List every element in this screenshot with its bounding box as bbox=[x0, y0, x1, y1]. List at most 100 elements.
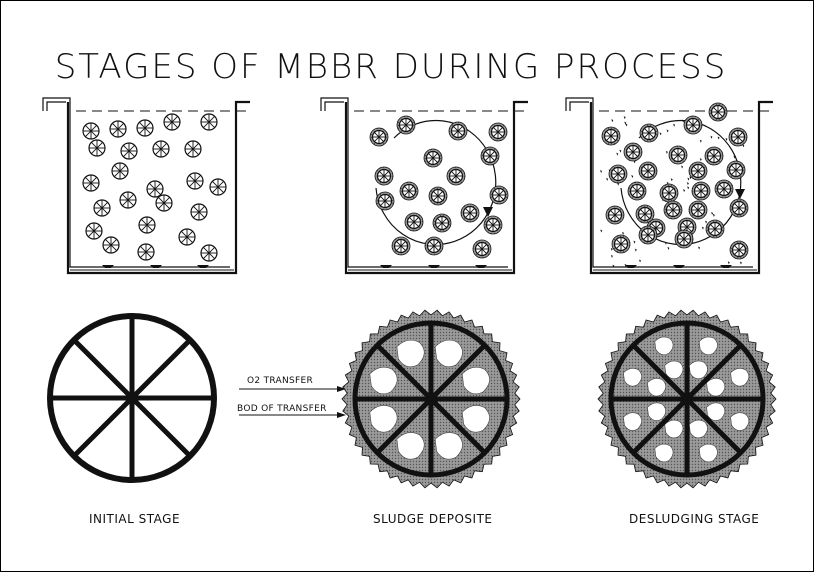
sludge-speck bbox=[705, 220, 708, 224]
sludge-speck bbox=[683, 189, 686, 193]
sludge-speck bbox=[687, 177, 690, 181]
diagram-title: STAGES OF MBBR DURING PROCESS bbox=[54, 47, 728, 87]
sludge-speck bbox=[633, 240, 636, 244]
media-carrier bbox=[428, 186, 448, 206]
sludge-speck bbox=[742, 144, 745, 148]
media-carrier bbox=[138, 216, 156, 234]
sludge-speck bbox=[717, 136, 720, 140]
bod-transfer-label: BOD OF TRANSFER bbox=[237, 404, 327, 414]
media-carrier bbox=[399, 181, 419, 201]
sludge-speck bbox=[665, 150, 668, 154]
media-carrier bbox=[375, 191, 395, 211]
biofilm-void bbox=[623, 368, 642, 387]
biofilm-void bbox=[706, 402, 726, 421]
diffuser bbox=[380, 265, 392, 268]
caption-desludging-stage: DESLUDGING STAGE bbox=[629, 512, 760, 526]
media-carrier bbox=[102, 236, 120, 254]
media-carrier bbox=[627, 181, 647, 201]
media-carrier bbox=[88, 139, 106, 157]
media-carrier bbox=[488, 122, 508, 142]
media-carrier bbox=[85, 222, 103, 240]
media-carrier bbox=[729, 198, 749, 218]
media-carrier bbox=[82, 174, 100, 192]
caption-initial-stage: INITIAL STAGE bbox=[89, 512, 181, 526]
sludge-speck bbox=[619, 149, 622, 153]
tank-3 bbox=[565, 97, 773, 275]
sludge-speck bbox=[624, 121, 627, 125]
sludge-speck bbox=[664, 241, 667, 245]
sludge-speck bbox=[699, 158, 702, 162]
sludge-speck bbox=[681, 165, 684, 169]
media-disc-initial bbox=[47, 313, 217, 483]
biofilm-void bbox=[461, 405, 490, 433]
biofilm-void bbox=[688, 360, 708, 380]
media-carrier bbox=[611, 234, 631, 254]
diffuser bbox=[673, 265, 685, 268]
media-carrier bbox=[668, 145, 688, 165]
sludge-speck bbox=[666, 129, 669, 133]
media-carrier bbox=[446, 166, 466, 186]
media-disc-desludging bbox=[597, 309, 777, 489]
media-carrier bbox=[728, 127, 748, 147]
media-carrier bbox=[136, 119, 154, 137]
media-carrier bbox=[460, 203, 480, 223]
media-carrier bbox=[480, 146, 500, 166]
media-carrier bbox=[119, 191, 137, 209]
arrow-head bbox=[483, 207, 493, 217]
diffuser bbox=[102, 265, 114, 268]
media-carrier bbox=[663, 200, 683, 220]
sludge-speck bbox=[727, 261, 730, 265]
sludge-speck bbox=[699, 139, 702, 143]
media-carrier bbox=[448, 121, 468, 141]
media-carrier bbox=[146, 180, 164, 198]
biofilm-void bbox=[396, 339, 425, 368]
media-carrier bbox=[111, 162, 129, 180]
sludge-speck bbox=[639, 259, 642, 263]
sludge-speck bbox=[670, 178, 673, 182]
sludge-speck bbox=[600, 169, 603, 173]
biofilm-void bbox=[654, 443, 674, 463]
biofilm-void bbox=[396, 432, 425, 460]
media-carrier bbox=[396, 115, 416, 135]
media-carrier bbox=[708, 102, 728, 122]
o2-transfer-label: O2 TRANSFER bbox=[247, 376, 314, 386]
media-carrier bbox=[605, 205, 625, 225]
biofilm-void bbox=[688, 419, 708, 439]
media-carrier bbox=[639, 123, 659, 143]
biofilm-void bbox=[647, 378, 666, 397]
media-carrier bbox=[608, 164, 628, 184]
biofilm-void bbox=[706, 378, 726, 397]
sludge-speck bbox=[701, 226, 704, 230]
biofilm-void bbox=[434, 432, 463, 460]
sludge-speck bbox=[666, 181, 669, 185]
biofilm-void bbox=[698, 443, 718, 463]
sludge-speck bbox=[610, 254, 613, 258]
circulation-arrow bbox=[375, 119, 497, 246]
sludge-speck bbox=[624, 263, 627, 267]
media-carrier bbox=[404, 212, 424, 232]
biofilm-void bbox=[369, 405, 398, 433]
sludge-speck bbox=[711, 212, 714, 216]
sludge-speck bbox=[610, 247, 613, 251]
media-carrier bbox=[726, 160, 746, 180]
bod-arrow bbox=[239, 412, 346, 418]
media-carrier bbox=[601, 126, 621, 146]
sludge-speck bbox=[659, 132, 662, 136]
media-carrier bbox=[705, 219, 725, 239]
media-carrier bbox=[424, 236, 444, 256]
diffuser bbox=[475, 265, 487, 268]
media-disc-sludge bbox=[341, 309, 521, 489]
biofilm-void bbox=[434, 339, 463, 368]
media-carrier bbox=[483, 215, 503, 235]
media-carrier bbox=[635, 204, 655, 224]
sludge-speck bbox=[616, 152, 619, 156]
sludge-speck bbox=[712, 213, 715, 217]
media-carrier bbox=[200, 113, 218, 131]
sludge-speck bbox=[682, 119, 685, 123]
media-carrier bbox=[82, 122, 100, 140]
biofilm-void bbox=[654, 336, 674, 356]
media-carrier bbox=[638, 161, 658, 181]
media-carrier bbox=[209, 178, 227, 196]
